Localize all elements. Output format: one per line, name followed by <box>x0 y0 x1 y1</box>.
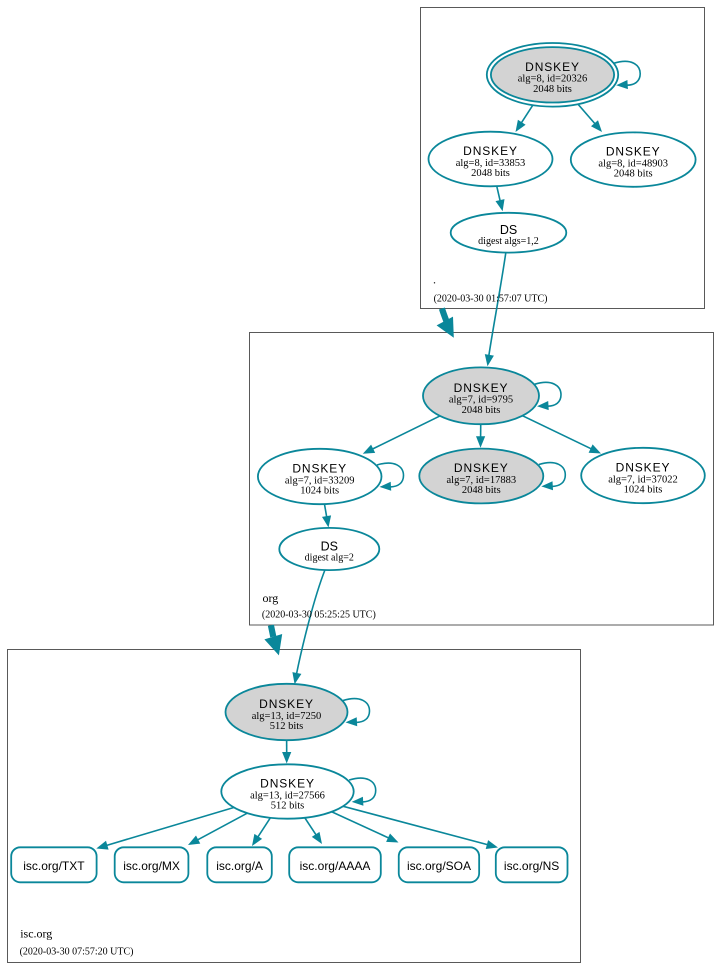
svg-text:isc.org/NS: isc.org/NS <box>504 859 559 873</box>
svg-text:512 bits: 512 bits <box>270 721 304 732</box>
svg-text:1024 bits: 1024 bits <box>300 486 339 497</box>
svg-text:2048 bits: 2048 bits <box>614 169 653 180</box>
svg-text:digest alg=2: digest alg=2 <box>305 552 354 563</box>
svg-text:DNSKEY: DNSKEY <box>463 144 518 158</box>
svg-text:isc.org/SOA: isc.org/SOA <box>407 859 471 873</box>
svg-text:2048 bits: 2048 bits <box>471 168 510 179</box>
svg-text:DNSKEY: DNSKEY <box>260 777 315 791</box>
svg-text:DNSKEY: DNSKEY <box>454 381 509 395</box>
svg-text:512 bits: 512 bits <box>271 801 305 812</box>
svg-text:isc.org/MX: isc.org/MX <box>123 859 180 873</box>
svg-text:(2020-03-30 01:57:07 UTC): (2020-03-30 01:57:07 UTC) <box>434 294 548 305</box>
svg-text:DNSKEY: DNSKEY <box>454 461 509 475</box>
svg-text:isc.org/AAAA: isc.org/AAAA <box>300 859 371 873</box>
svg-text:.: . <box>433 273 436 287</box>
svg-text:DS: DS <box>321 539 338 553</box>
svg-text:DNSKEY: DNSKEY <box>259 697 314 711</box>
svg-text:DNSKEY: DNSKEY <box>606 145 661 159</box>
svg-text:(2020-03-30 05:25:25 UTC): (2020-03-30 05:25:25 UTC) <box>262 610 376 621</box>
svg-text:isc.org: isc.org <box>20 927 52 941</box>
svg-text:1024 bits: 1024 bits <box>624 485 663 496</box>
svg-text:2048 bits: 2048 bits <box>462 485 501 496</box>
svg-text:digest algs=1,2: digest algs=1,2 <box>478 236 539 247</box>
svg-text:isc.org/TXT: isc.org/TXT <box>23 859 85 873</box>
svg-text:(2020-03-30 07:57:20 UTC): (2020-03-30 07:57:20 UTC) <box>20 946 134 957</box>
svg-text:2048 bits: 2048 bits <box>533 84 572 95</box>
svg-text:isc.org/A: isc.org/A <box>216 859 263 873</box>
svg-text:DNSKEY: DNSKEY <box>525 60 580 74</box>
svg-text:DNSKEY: DNSKEY <box>292 462 347 476</box>
svg-text:org: org <box>263 591 279 605</box>
svg-text:DS: DS <box>500 223 517 237</box>
svg-text:2048 bits: 2048 bits <box>462 405 501 416</box>
svg-text:DNSKEY: DNSKEY <box>616 461 671 475</box>
